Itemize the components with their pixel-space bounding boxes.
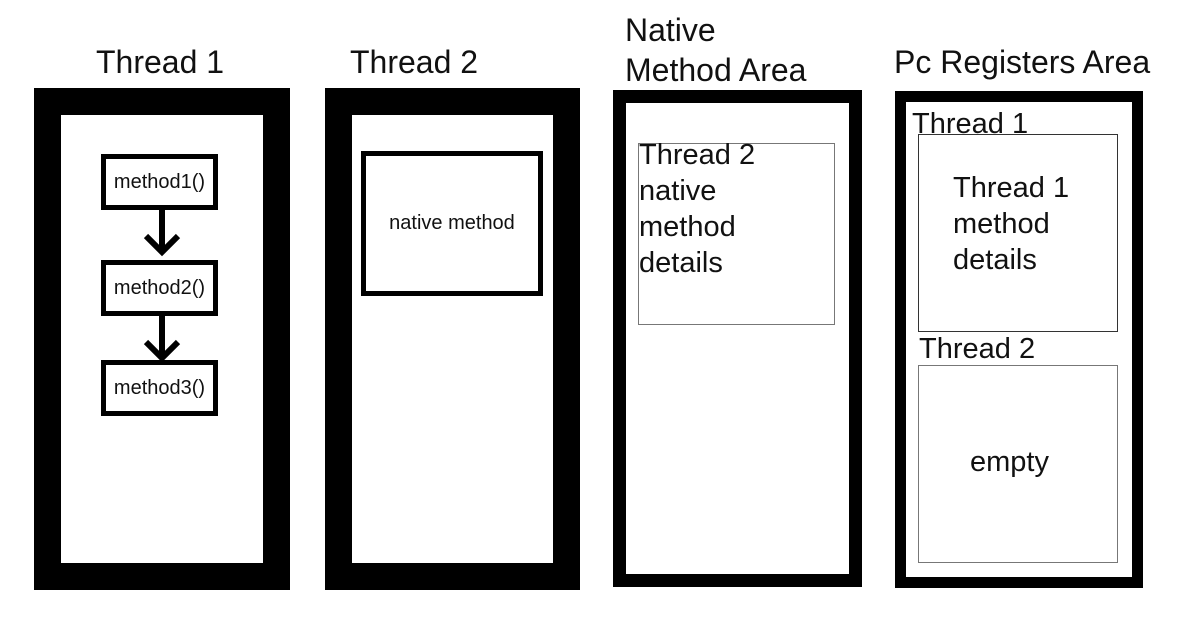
pc-thread1-box bbox=[918, 134, 1118, 332]
method2-label: method2() bbox=[113, 276, 206, 299]
native-details-line: native bbox=[639, 175, 717, 207]
native-details-text: Thread 2 native method details bbox=[639, 137, 755, 281]
pc-thread2-label: Thread 2 bbox=[919, 333, 1036, 365]
arrow-down-icon bbox=[143, 316, 181, 363]
pc-thread2-box bbox=[918, 365, 1118, 563]
native-method-label: native method bbox=[389, 212, 515, 234]
method3-box: method3() bbox=[101, 360, 218, 416]
thread2-heading: Thread 2 bbox=[350, 44, 479, 80]
native-area-heading-line1: Native bbox=[625, 12, 716, 48]
method2-box: method2() bbox=[101, 260, 218, 316]
method3-label: method3() bbox=[113, 376, 206, 399]
pc-area-heading: Pc Registers Area bbox=[894, 44, 1151, 80]
pc-thread1-details: Thread 1 method details bbox=[953, 170, 1069, 278]
method1-label: method1() bbox=[113, 170, 206, 193]
native-details-line: Thread 2 bbox=[639, 139, 756, 171]
native-area-heading-line2: Method Area bbox=[625, 52, 807, 88]
native-method-box: native method bbox=[361, 151, 543, 296]
arrow-down-icon bbox=[143, 210, 181, 257]
pc-thread2-value: empty bbox=[970, 446, 1049, 478]
native-details-line: details bbox=[639, 247, 723, 279]
pc-thread1-details-line: method bbox=[953, 208, 1050, 240]
thread1-heading: Thread 1 bbox=[96, 44, 225, 80]
pc-thread1-details-line: Thread 1 bbox=[953, 172, 1070, 204]
native-details-line: method bbox=[639, 211, 736, 243]
native-details-box bbox=[638, 143, 835, 325]
method1-box: method1() bbox=[101, 154, 218, 210]
pc-thread1-details-line: details bbox=[953, 244, 1037, 276]
